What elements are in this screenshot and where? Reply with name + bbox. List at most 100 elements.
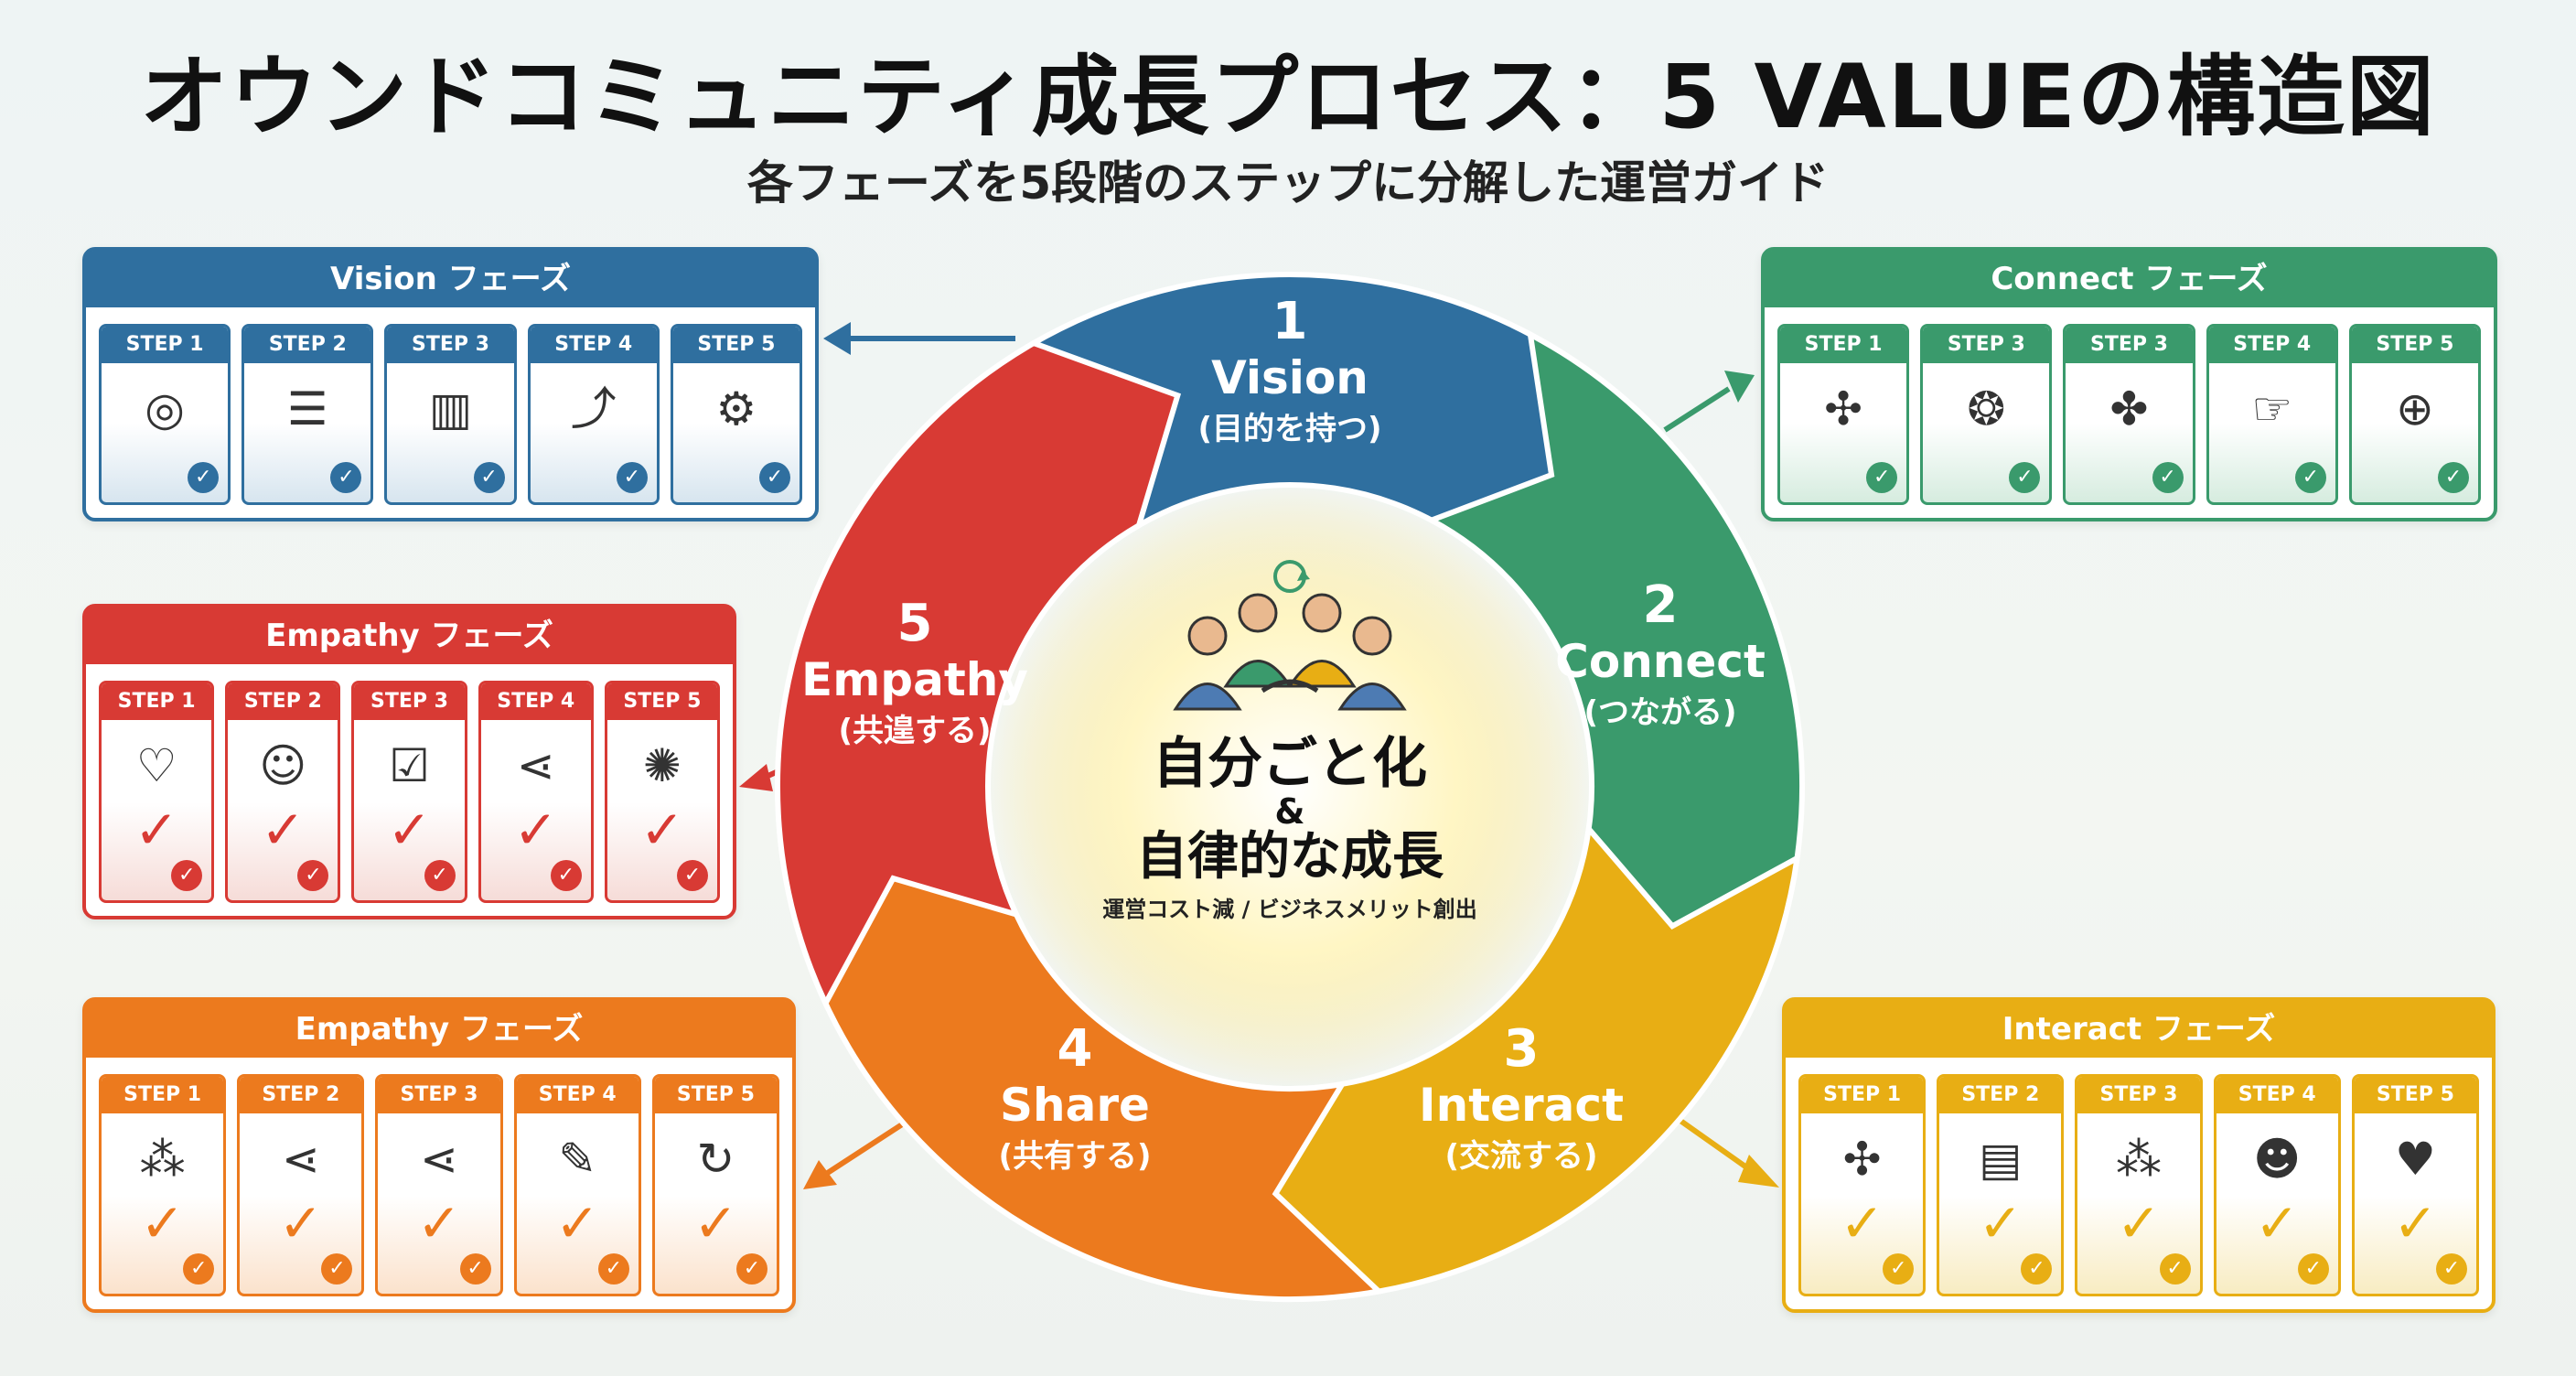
panel-vision: Vision フェーズ STEP 1◎✓STEP 2☰✓STEP 3▥✓STEP…: [82, 247, 819, 521]
step-label: STEP 3: [2077, 1077, 2200, 1113]
panel-share-title: Empathy フェーズ: [86, 1001, 792, 1058]
check-icon: ✓: [2116, 1192, 2162, 1254]
step-card: STEP 1 ✣✓: [1777, 324, 1910, 505]
step-card: STEP 4⤴✓: [527, 324, 660, 505]
step-label: STEP 4: [2208, 327, 2335, 363]
phase-empathy-name: Empathy: [801, 653, 1028, 706]
bar-chart-icon: ▥: [428, 382, 473, 435]
connector-share-head: [803, 1160, 837, 1189]
check-badge-icon: ✓: [473, 462, 505, 493]
phase-labels: 1Vision(目的を持つ)2Connect(つながる)3Interact(交流…: [801, 292, 1766, 1175]
network-icon: ✣: [1824, 382, 1863, 435]
target-icon: ◎: [145, 382, 185, 435]
check-badge-icon: ✓: [2297, 1253, 2329, 1285]
check-badge-icon: ✓: [459, 1253, 491, 1285]
page-subtitle: 各フェーズを5段階のステップに分解した運営ガイド: [746, 156, 1830, 210]
step-label: STEP 2: [240, 1077, 362, 1113]
step-label: STEP 2: [1939, 1077, 2062, 1113]
check-badge-icon: ✓: [597, 1253, 629, 1285]
check-badge-icon: ✓: [2436, 1253, 2468, 1285]
step-card: STEP 1⁂✓✓: [99, 1074, 227, 1296]
step-label: STEP 4: [530, 327, 657, 363]
phase-empathy-sub: (共遑する): [838, 713, 991, 749]
step-card: STEP 1◎✓: [99, 324, 231, 505]
step-label: STEP 1: [1780, 327, 1907, 363]
check-badge-icon: ✓: [1866, 462, 1898, 493]
step-label: STEP 4: [2216, 1077, 2338, 1113]
phase-connect-name: Connect: [1555, 635, 1766, 688]
step-card: STEP 3▥✓: [384, 324, 517, 505]
network-icon: ✣: [1842, 1133, 1882, 1186]
step-card: STEP 3⁂✓✓: [2075, 1074, 2203, 1296]
hands-heart-icon: ♡: [135, 739, 177, 792]
check-badge-icon: ✓: [736, 1253, 768, 1285]
panel-share: Empathy フェーズ STEP 1⁂✓✓STEP 2⋖✓✓STEP 3⋖✓✓…: [82, 997, 796, 1313]
phase-connect-num: 2: [1643, 575, 1679, 635]
presenter-icon: ☻: [2253, 1133, 2302, 1186]
center-line2: 自律的な成長: [1136, 827, 1444, 887]
connector-share: [821, 1113, 917, 1178]
connector-interact-head: [1738, 1155, 1779, 1188]
panel-vision-steps: STEP 1◎✓STEP 2☰✓STEP 3▥✓STEP 4⤴✓STEP 5⚙✓: [99, 324, 803, 505]
check-icon: ✓: [693, 1192, 738, 1254]
refresh-gear-icon: ↻: [696, 1133, 735, 1186]
step-card: STEP 4 ☞✓: [2206, 324, 2338, 505]
gear-target-icon: ⚙: [715, 382, 757, 435]
check-icon: ✓: [416, 1192, 462, 1254]
edit-icon: ✎: [558, 1133, 597, 1186]
step-card: STEP 3☑✓✓: [351, 681, 467, 903]
step-card: STEP 2⋖✓✓: [237, 1074, 365, 1296]
phase-share-name: Share: [1000, 1079, 1150, 1132]
cycle-arrow-share: [777, 719, 1385, 1302]
cycle-ring: [775, 272, 1805, 1302]
step-label: STEP 3: [378, 1077, 500, 1113]
panel-empathy-steps: STEP 1 ♡ ✓ ✓ STEP 2☺✓✓STEP 3☑✓✓STEP 4⋖✓✓ STEP…: [99, 681, 721, 903]
phase-interact-num: 3: [1504, 1019, 1540, 1079]
share-icon: ⋖: [281, 1133, 320, 1186]
connector-connect: [1663, 386, 1731, 433]
panel-connect-title: Connect フェーズ: [1765, 251, 2494, 307]
group-circle-icon: ❂: [1967, 382, 2006, 435]
panel-empathy-title: Empathy フェーズ: [86, 607, 733, 664]
connector-vision-head: [823, 322, 851, 355]
person-list-icon: ☰: [286, 382, 328, 435]
check-icon: ✓: [513, 799, 559, 861]
step-card: STEP 3❂✓: [1920, 324, 2053, 505]
step-card: STEP 5♥✓✓: [2351, 1074, 2480, 1296]
step-label: STEP 3: [2066, 327, 2193, 363]
check-icon: ✓: [2393, 1192, 2438, 1254]
hand-heart-icon: ♥: [2395, 1133, 2436, 1186]
center-amp: &: [1274, 791, 1304, 832]
check-icon: ✓: [639, 799, 685, 861]
touch-screen-icon: ☞: [2251, 382, 2293, 435]
check-badge-icon: ✓: [330, 462, 362, 493]
step-card: STEP 5 ↻ ✓✓: [651, 1074, 780, 1296]
check-icon: ✓: [2254, 1192, 2300, 1254]
check-badge-icon: ✓: [759, 462, 791, 493]
check-badge-icon: ✓: [2294, 462, 2326, 493]
step-card: STEP 4 ☻ ✓✓: [2213, 1074, 2341, 1296]
connector-interact: [1672, 1113, 1754, 1174]
step-label: STEP 3: [354, 683, 465, 720]
step-card: STEP 2☺✓✓: [225, 681, 341, 903]
step-label: STEP 2: [244, 327, 371, 363]
panel-vision-title: Vision フェーズ: [86, 251, 815, 307]
step-label: STEP 1: [1801, 1077, 1924, 1113]
check-badge-icon: ✓: [188, 462, 220, 493]
step-label: STEP 1: [102, 683, 212, 720]
lightbulb-icon: ✺: [642, 739, 682, 792]
check-badge-icon: ✓: [2009, 462, 2041, 493]
panel-interact: Interact フェーズ STEP 1✣✓✓STEP 2▤✓✓STEP 3⁂✓…: [1782, 997, 2496, 1313]
phase-share-num: 4: [1057, 1019, 1093, 1079]
cycle-arrow-vision: [841, 272, 1674, 643]
connector-arrows: [739, 322, 1779, 1189]
step-card: STEP 2▤✓✓: [1937, 1074, 2065, 1296]
phase-share-sub: (共有する): [998, 1138, 1151, 1175]
step-card: STEP 4⋖✓✓: [478, 681, 594, 903]
share-icon: ⋖: [420, 1133, 458, 1186]
phase-interact-name: Interact: [1419, 1079, 1624, 1132]
step-label: STEP 5: [654, 1077, 778, 1113]
panel-interact-title: Interact フェーズ: [1786, 1001, 2492, 1058]
center-caption: 運営コスト減 / ビジネスメリット創出: [1102, 897, 1476, 922]
phase-vision-sub: (目的を持つ): [1197, 411, 1381, 447]
